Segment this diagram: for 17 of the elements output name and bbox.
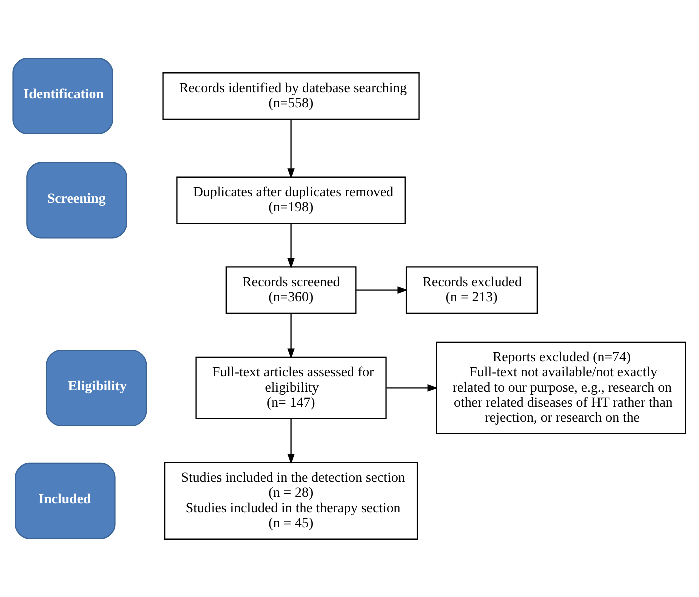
node-box: Screening [26,162,128,238]
node-box: Full-text articles assessed for eligibility (n= 147) [196,356,387,419]
node-box: Identification [12,58,114,134]
arrow [288,313,295,359]
arrow [288,223,295,268]
arrow [356,286,408,294]
node-box: Records identified by datebase searching (n=558) [162,72,420,120]
arrow [288,418,295,464]
node-box: Records excluded (n = 213) [406,266,538,314]
node-box: Included [15,462,116,539]
node-box: Reports excluded (n=74) Full-text not available/not exactly related to our purpose, e.g., research on other related diseases of HT rather than rejection, or research on the [436,341,686,434]
arrow [386,384,438,392]
arrow [288,119,295,179]
node-box: Eligibility [46,349,148,426]
node-box: Records screened (n=360) [226,266,357,314]
node-box: Duplicates after duplicates removed (n=198) [176,176,406,224]
node-box: Studies included in the detection section (n = 28) Studies included in the therapy section (n = 45) [164,462,418,540]
